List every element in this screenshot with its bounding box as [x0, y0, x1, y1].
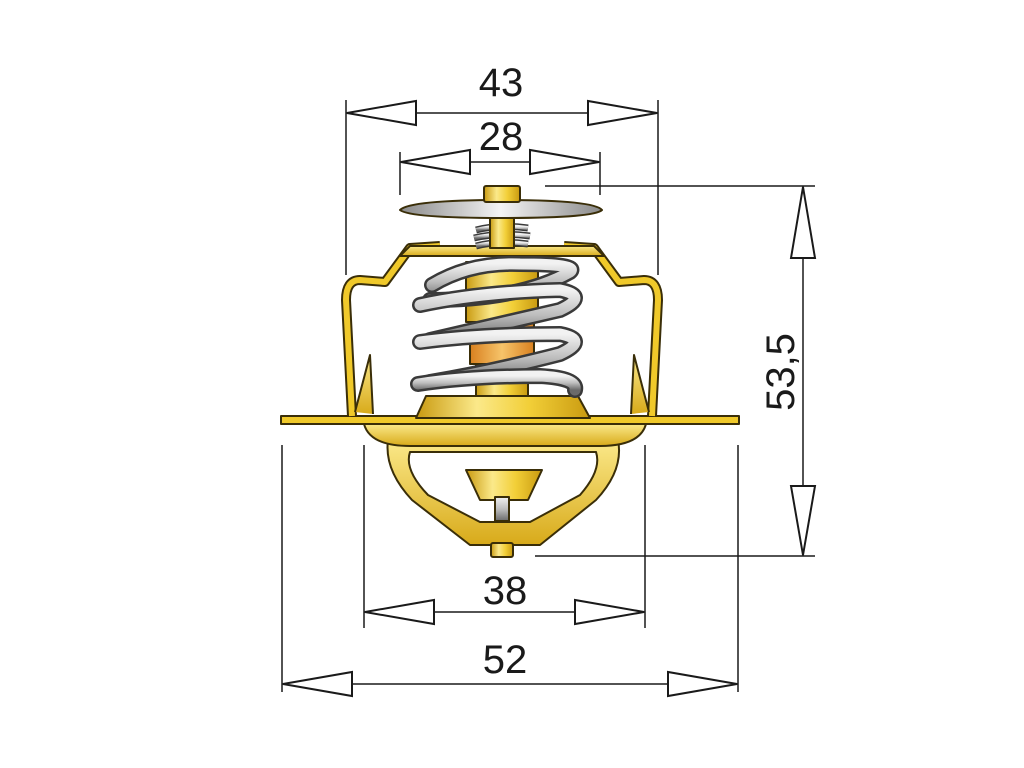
body-base — [415, 395, 591, 419]
arrow-53-bottom — [789, 485, 817, 556]
lower-pin — [494, 496, 510, 522]
arrow-43-left — [346, 99, 417, 127]
dimension-53-5-label: 53,5 — [759, 333, 803, 411]
arrow-52-right — [667, 670, 738, 698]
arrow-28-left — [400, 148, 471, 176]
valve-disc — [399, 199, 603, 219]
dimension-lines — [281, 99, 817, 698]
arrow-53-top — [789, 186, 817, 259]
arrow-38-left — [364, 598, 435, 626]
dimension-43-label: 43 — [479, 61, 524, 105]
dimension-38-label: 38 — [483, 569, 528, 613]
main-spring — [410, 255, 584, 398]
cage-top — [399, 245, 605, 257]
arrow-38-right — [574, 598, 645, 626]
lower-pin-tip — [490, 542, 514, 558]
flange-dish — [363, 423, 647, 447]
arrow-28-right — [529, 148, 600, 176]
dimension-28-label: 28 — [479, 115, 524, 159]
arrow-52-left — [282, 670, 353, 698]
thermostat — [280, 185, 740, 558]
top-stem — [489, 213, 515, 249]
arrow-43-right — [587, 99, 658, 127]
lower-cone — [465, 469, 543, 501]
top-pin — [483, 185, 521, 203]
dimension-52-label: 52 — [483, 638, 528, 682]
